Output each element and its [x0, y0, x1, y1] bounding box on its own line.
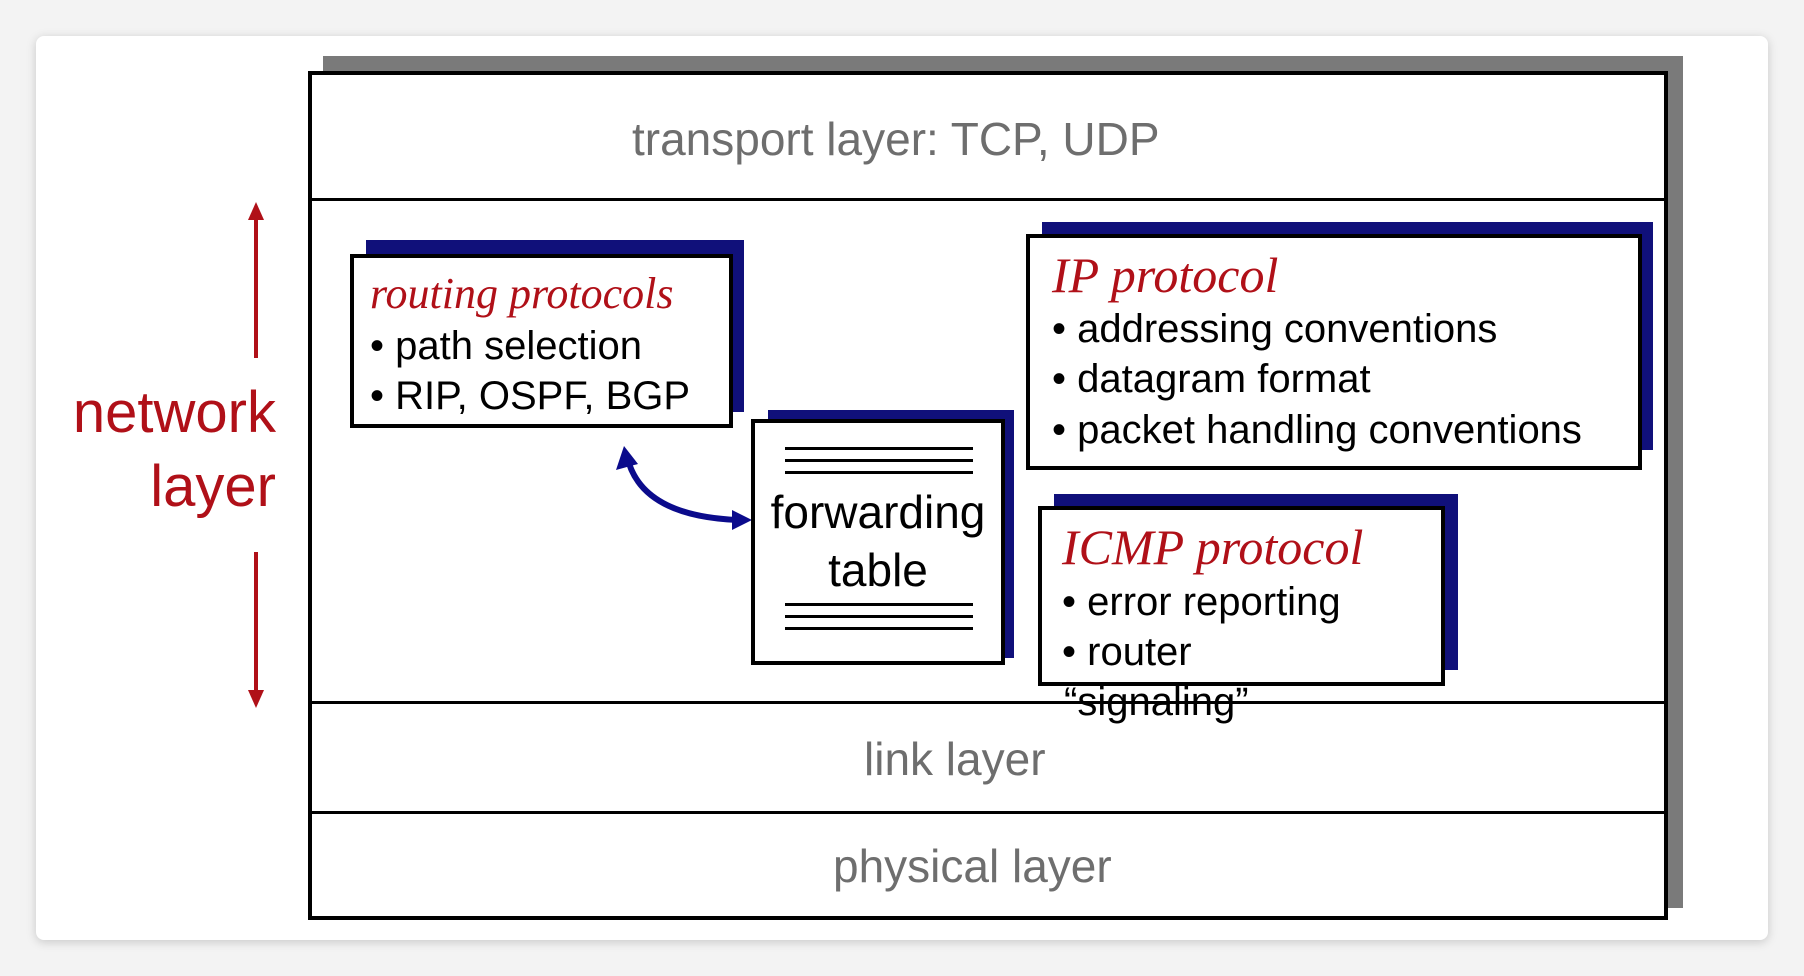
table-line — [785, 471, 973, 474]
ip-item-1-text: addressing conventions — [1077, 307, 1498, 351]
routing-item-path-selection: • path selection — [370, 324, 642, 368]
table-line — [785, 447, 973, 450]
icmp-item-2-text: router — [1087, 630, 1192, 674]
network-layer-double-arrow-icon — [248, 202, 264, 708]
network-label-line2: layer — [150, 454, 276, 519]
link-layer-label: link layer — [864, 733, 1046, 785]
network-label-line1: network — [72, 380, 276, 445]
routing-protocols-title: routing protocols — [370, 269, 674, 318]
table-line — [785, 615, 973, 618]
transport-divider — [312, 198, 1668, 201]
ip-item-2-text: datagram format — [1077, 357, 1371, 401]
table-line — [785, 459, 973, 462]
icmp-item-error-reporting: • error reporting — [1062, 580, 1341, 624]
ip-protocol-title: IP protocol — [1052, 247, 1279, 303]
icmp-item-router: • router — [1062, 630, 1192, 674]
network-layer-label: network layer — [40, 376, 276, 524]
forwarding-table-label-line1: forwarding — [770, 486, 986, 538]
ip-item-packet-handling: • packet handling conventions — [1052, 408, 1582, 452]
ip-item-datagram: • datagram format — [1052, 357, 1371, 401]
icmp-item-signaling: “signaling” — [1064, 682, 1249, 722]
routing-item-rip-ospf-bgp: • RIP, OSPF, BGP — [370, 374, 691, 418]
routing-item-1-text: path selection — [395, 324, 642, 368]
routing-protocols-box — [350, 254, 733, 428]
icmp-item-1-text: error reporting — [1087, 580, 1341, 624]
network-link-divider — [312, 701, 1668, 704]
link-physical-divider — [312, 811, 1668, 814]
icmp-protocol-box — [1038, 506, 1445, 686]
icmp-item-3-text: “signaling” — [1064, 680, 1249, 724]
table-line — [785, 603, 973, 606]
transport-layer-label: transport layer: TCP, UDP — [632, 113, 1160, 165]
table-line — [785, 627, 973, 630]
routing-item-2-text: RIP, OSPF, BGP — [395, 374, 691, 418]
curved-double-arrow-icon — [616, 446, 752, 530]
forwarding-table-box: forwarding table — [751, 419, 1005, 665]
ip-protocol-box — [1026, 234, 1642, 470]
ip-item-addressing: • addressing conventions — [1052, 307, 1498, 351]
ip-item-3-text: packet handling conventions — [1077, 408, 1582, 452]
forwarding-table-label-line2: table — [828, 544, 928, 596]
icmp-protocol-title: ICMP protocol — [1062, 519, 1364, 575]
physical-layer-label: physical layer — [833, 840, 1112, 892]
